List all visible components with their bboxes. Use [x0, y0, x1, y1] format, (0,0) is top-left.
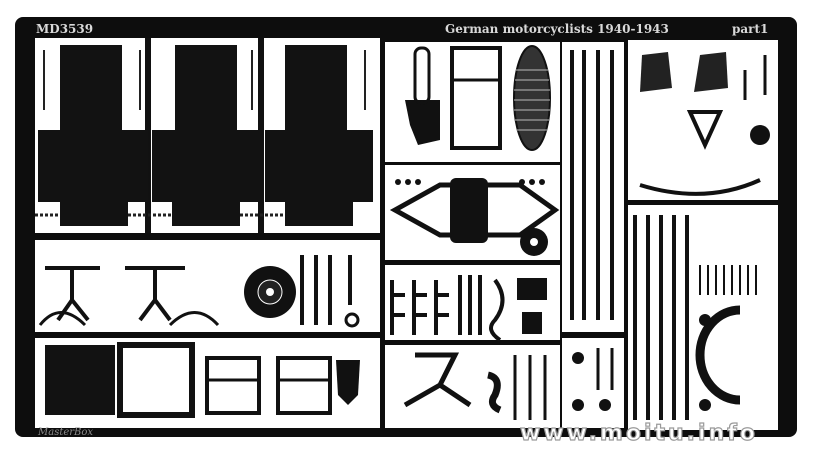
fret-window-lower-left [35, 240, 380, 332]
fret-window-right-middle [628, 205, 778, 430]
watermark: www.moitu.info [520, 421, 758, 446]
etched-panel [285, 45, 347, 130]
fret-window-top-left [35, 38, 380, 233]
sheet-title: German motorcyclists 1940-1943 [445, 22, 669, 36]
fret-window-lower-middle [385, 265, 560, 342]
maker-label: MasterBox [37, 427, 93, 438]
fret-window-top-right [628, 40, 778, 200]
sheet-part: part1 [732, 22, 768, 36]
etched-panel [175, 45, 237, 130]
sheet-code: MD3539 [36, 22, 93, 36]
etched-panel [60, 45, 122, 130]
fret-window-top-middle [385, 42, 560, 162]
fret-window-center [385, 165, 560, 260]
fret-window-strips [562, 42, 624, 332]
fret-window-bottom-left [35, 338, 380, 428]
fret-window-bottom-strip [562, 338, 624, 428]
fret-window-bottom-middle [385, 345, 560, 428]
